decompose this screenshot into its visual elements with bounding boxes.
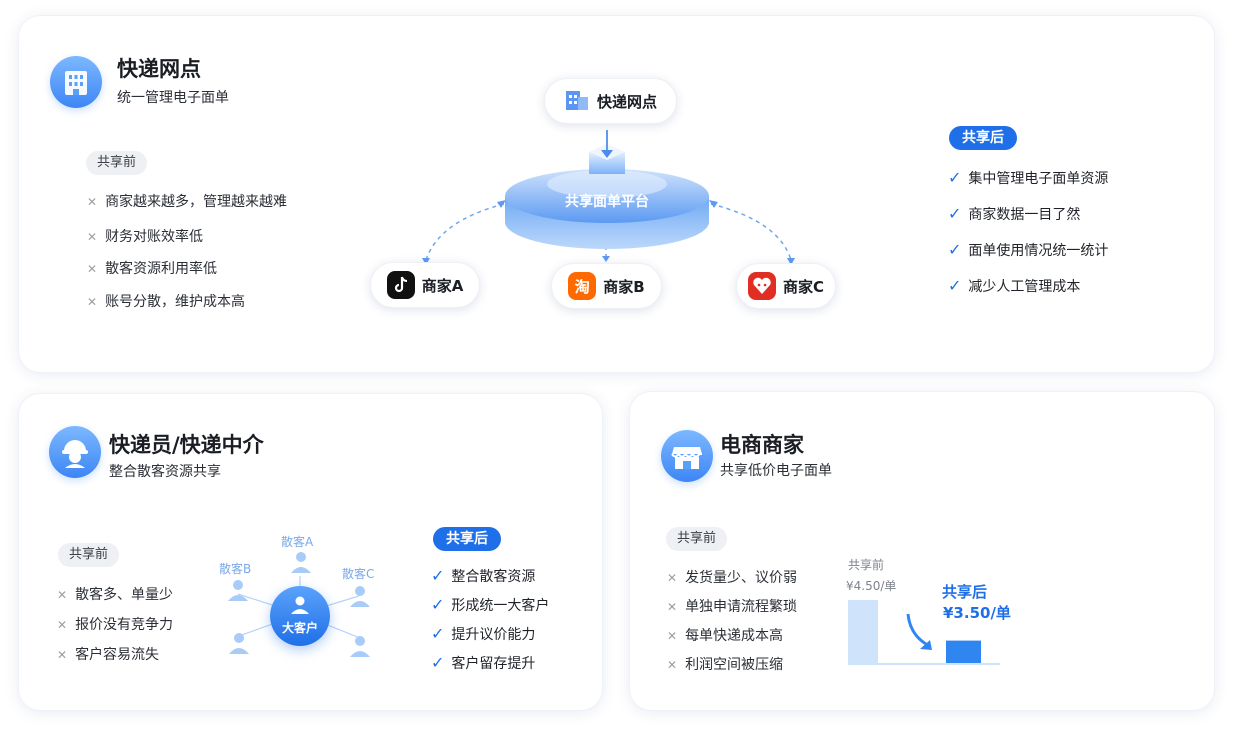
after-badge: 共享后 (433, 527, 501, 551)
person-icon (350, 586, 370, 607)
after-badge: 共享后 (949, 126, 1017, 150)
before-item: ✕每单快递成本高 (667, 628, 784, 644)
price-bar-after (946, 640, 981, 664)
courier-card: 快递员/快递中介 整合散客资源共享 共享前 ✕散客多、单量少 ✕报价没有竞争力 … (18, 393, 603, 711)
merchant-a-node: 商家A (370, 262, 480, 308)
center-label: 大客户 (281, 621, 318, 635)
before-item: ✕散客资源利用率低 (87, 261, 218, 277)
shop-icon (661, 430, 713, 482)
courier-icon (49, 426, 101, 478)
card-subtitle: 共享低价电子面单 (720, 463, 832, 479)
after-item: ✓减少人工管理成本 (948, 276, 1081, 295)
merchant-label: 商家B (603, 277, 645, 296)
person-icon (350, 636, 370, 657)
price-chart (848, 600, 1000, 665)
merchant-c-node: 商家C (736, 263, 836, 309)
customer-label: 散客C (342, 567, 375, 581)
before-item: ✕单独申请流程繁琐 (667, 599, 798, 615)
price-bar-before (848, 600, 878, 664)
after-item: ✓商家数据一目了然 (948, 204, 1081, 223)
merchant-card: 电商商家 共享低价电子面单 共享前 ✕发货量少、议价弱 ✕单独申请流程繁琐 ✕每… (629, 391, 1215, 711)
before-item: ✕财务对账效率低 (87, 229, 204, 245)
express-outlet-card: 快递网点 统一管理电子面单 共享前 ✕商家越来越多，管理越来越难 ✕财务对账效率… (18, 15, 1215, 373)
customer-label: 散客B (219, 562, 252, 576)
card-subtitle: 统一管理电子面单 (117, 90, 229, 106)
after-item: ✓形成统一大客户 (431, 595, 550, 614)
tiktok-icon (386, 271, 415, 299)
after-item: ✓面单使用情况统一统计 (948, 240, 1109, 259)
after-item: ✓客户留存提升 (431, 653, 536, 672)
platform-label: 共享面单平台 (565, 194, 649, 210)
after-item: ✓提升议价能力 (431, 624, 536, 643)
building-icon (50, 56, 102, 108)
before-item: ✕账号分散，维护成本高 (87, 294, 246, 310)
merchant-label: 商家A (421, 276, 464, 295)
platform-disc (505, 130, 709, 249)
chart-before-price: ¥4.50/单 (846, 579, 897, 593)
after-item: ✓集中管理电子面单资源 (948, 168, 1109, 187)
before-item: ✕客户容易流失 (57, 647, 160, 663)
card-subtitle: 整合散客资源共享 (109, 464, 221, 480)
group-icon (291, 596, 309, 614)
after-item: ✓整合散客资源 (431, 566, 536, 585)
card-title: 快递网点 (117, 57, 201, 81)
chart-before-label: 共享前 (848, 558, 885, 572)
card-title: 电商商家 (720, 433, 804, 457)
before-badge: 共享前 (58, 543, 120, 567)
before-item: ✕商家越来越多，管理越来越难 (87, 194, 288, 210)
pinduoduo-icon (747, 272, 776, 300)
before-badge: 共享前 (666, 527, 728, 551)
hub-label: 快递网点 (596, 92, 657, 111)
before-item: ✕报价没有竞争力 (57, 617, 174, 633)
chart-after-price: ¥3.50/单 (943, 604, 1011, 622)
person-icon (228, 580, 248, 601)
big-customer-node: 大客户 (270, 586, 330, 646)
person-icon (229, 633, 249, 654)
merchant-b-node: 淘 商家B (551, 263, 662, 309)
building-icon (564, 87, 590, 115)
card-title: 快递员/快递中介 (109, 433, 264, 457)
customer-label: 散客A (281, 535, 314, 549)
person-icon (291, 552, 311, 573)
taobao-icon: 淘 (568, 272, 597, 300)
chart-after-label: 共享后 (942, 583, 988, 601)
before-badge: 共享前 (86, 151, 148, 175)
before-item: ✕利润空间被压缩 (667, 657, 784, 673)
hub-node: 快递网点 (544, 78, 677, 124)
before-item: ✕发货量少、议价弱 (667, 570, 798, 586)
before-item: ✕散客多、单量少 (57, 587, 174, 603)
platform-connectors (422, 200, 795, 265)
merchant-label: 商家C (782, 277, 824, 296)
